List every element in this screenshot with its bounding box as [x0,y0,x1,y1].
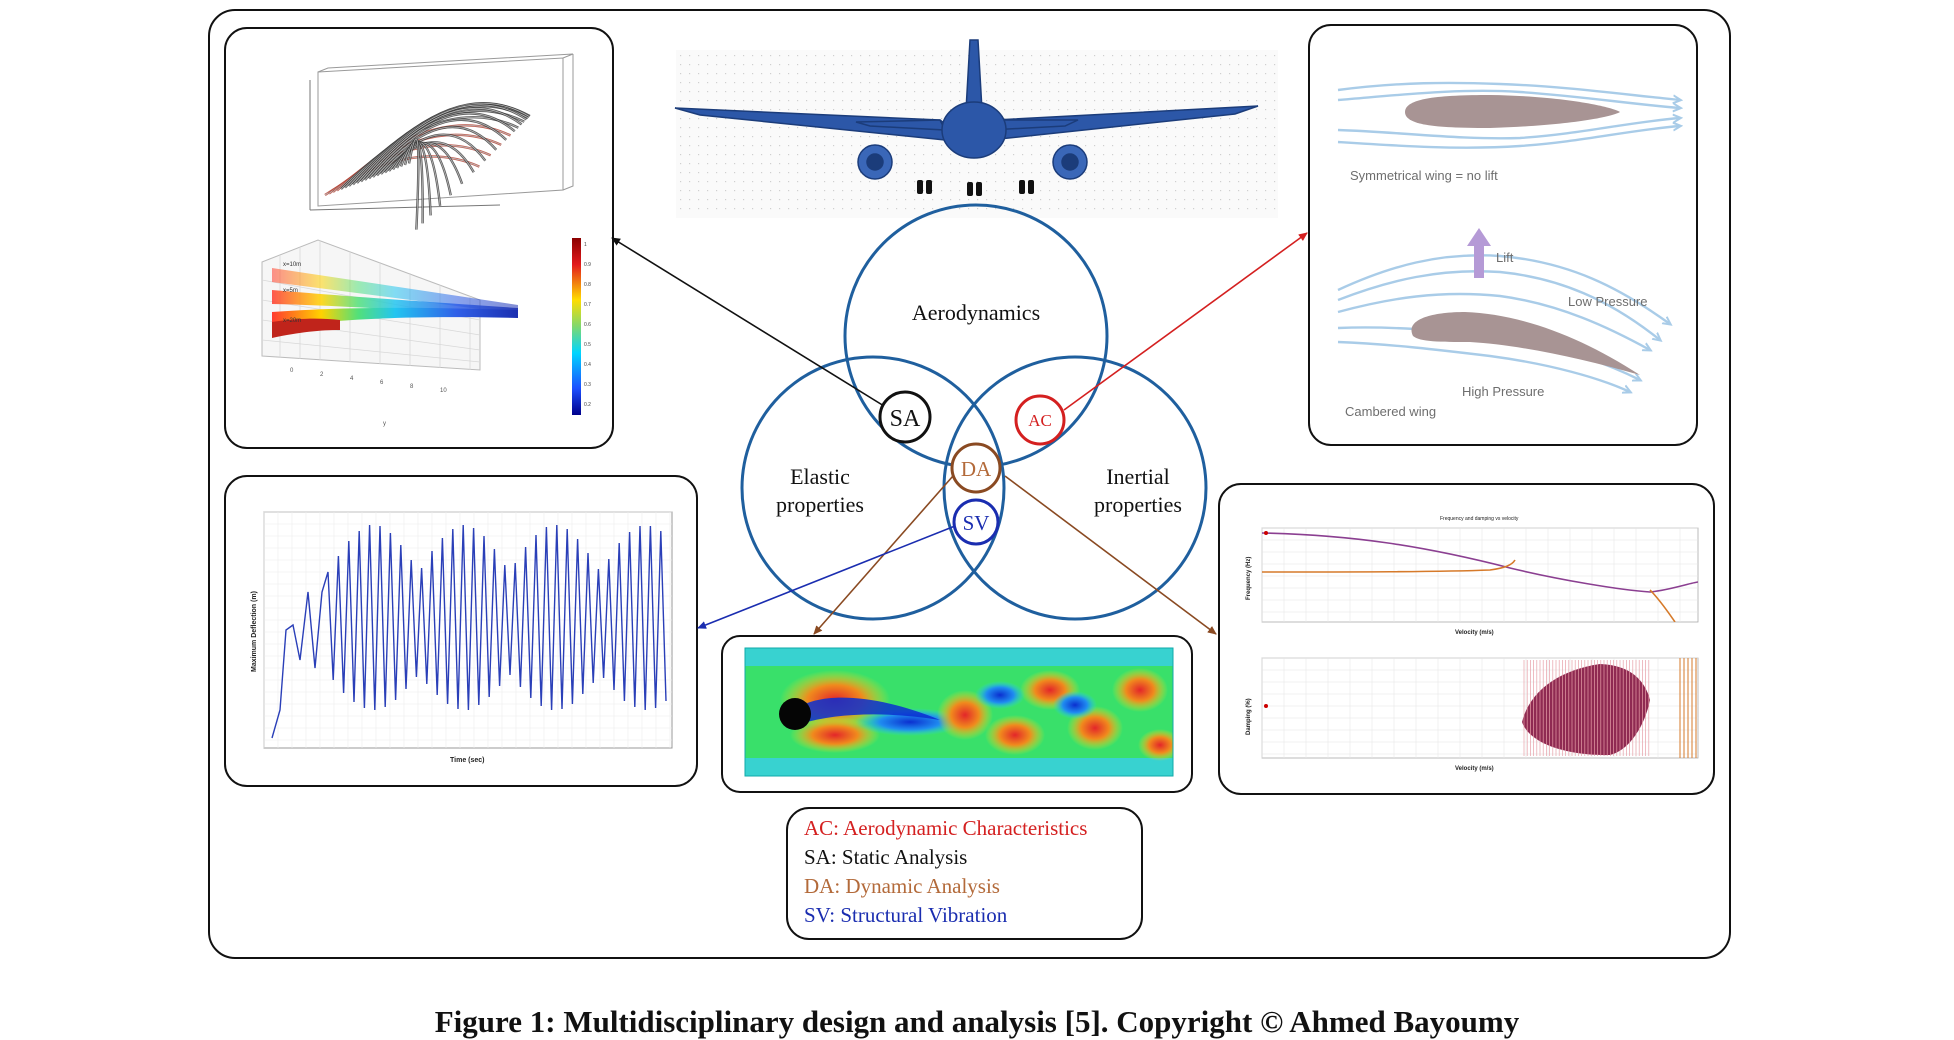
figure-caption: Figure 1: Multidisciplinary design and a… [434,1004,1520,1039]
colorbar-tick-label: 0.3 [584,382,591,388]
cambered-airfoil-shape [1411,312,1640,375]
airplane-mesh-image [674,39,1278,218]
colorbar-tick-label: 0.9 [584,262,591,268]
da-connector-arrow-left [813,467,961,635]
venn-label-inertial-2: properties [1094,492,1182,517]
sa-connector-arrow [611,237,885,407]
vg-xlabel-bottom: Velocity (m/s) [1455,766,1494,772]
venn-label-aerodynamics: Aerodynamics [912,300,1040,325]
colorbar-tick-label: 0.4 [584,362,591,368]
colorbar-tick-label: 0.5 [584,342,591,348]
deflection-xlabel: Time (sec) [450,757,485,764]
venn-diagram [740,203,1208,621]
da-node: DA [950,442,1002,494]
venn-label-elastic: Elastic [790,464,850,489]
spiral-blades [324,102,531,230]
colorbar [572,238,581,415]
low-pressure-label: Low Pressure [1568,294,1647,309]
lift-arrow [1467,228,1491,278]
elastic-circle [740,355,1006,621]
cfd-wake-panel [721,635,1193,793]
cambered-wing-label: Cambered wing [1345,404,1436,419]
sv-node: SV [952,498,1000,546]
symmetrical-wing-label: Symmetrical wing = no lift [1350,168,1498,183]
airfoil-panel: Symmetrical wing = no lift Lift Low Pres… [1308,24,1698,446]
legend-sa: SA: Static Analysis [804,845,967,869]
svg-text:x=20m: x=20m [283,318,301,324]
svg-text:x=10m: x=10m [283,262,301,268]
svg-text:0: 0 [290,368,294,374]
svg-text:x=5m: x=5m [283,288,298,294]
sv-connector-arrow [697,525,956,629]
venn-label-inertial: Inertial [1106,464,1170,489]
deflection-ylabel: Maximum Deflection (m) [251,591,258,672]
svg-text:8: 8 [410,384,414,390]
vg-freq-ylabel: Frequency (Hz) [1246,557,1252,600]
vg-plot-panel: Frequency and damping vs velocity Freque… [1218,483,1715,795]
static-analysis-panel: x=10m x=5m x=20m 1 0.9 0.8 0.7 0.6 0.5 0.4 0.3 0.2… [224,27,614,449]
colorbar-tick-label: 0.7 [584,302,591,308]
da-connector-arrow-right [1004,475,1217,635]
high-pressure-label: High Pressure [1462,384,1544,399]
colorbar-tick-label: 0.6 [584,322,591,328]
svg-text:SA: SA [890,406,921,432]
abbreviation-legend: AC: Aerodynamic Characteristics SA: Stat… [786,807,1143,940]
outer-frame [208,9,1731,959]
colorbar-tick-label: 0.8 [584,282,591,288]
svg-text:SV: SV [963,511,990,535]
ac-node: AC [1014,394,1066,446]
legend-da: DA: Dynamic Analysis [804,874,1000,898]
inertial-circle [942,355,1208,621]
vg-plot-title: Frequency and damping vs velocity [1440,516,1519,522]
beam-deflection-plot: x=10m x=5m x=20m 1 0.9 0.8 0.7 0.6 0.5 0.4 0.3 0.2… [261,238,591,427]
sa-node: SA [878,390,932,444]
symmetrical-airfoil-shape [1405,95,1620,128]
svg-text:AC: AC [1028,411,1052,430]
colorbar-tick-label: 1 [584,242,587,248]
legend-ac: AC: Aerodynamic Characteristics [804,816,1087,840]
vg-damp-ylabel: Damping (%) [1246,698,1252,735]
svg-text:10: 10 [440,388,447,394]
colorbar-tick-label: 0.2 [584,402,591,408]
svg-text:DA: DA [961,457,992,481]
vg-xlabel-top: Velocity (m/s) [1455,630,1494,636]
lift-label: Lift [1496,250,1514,265]
svg-text:y: y [383,421,386,427]
ac-connector-arrow [1063,232,1308,411]
deflection-series-line [271,524,667,739]
svg-text:4: 4 [350,376,354,382]
legend-sv: SV: Structural Vibration [804,903,1008,927]
svg-text:6: 6 [380,380,384,386]
deflection-history-panel: Maximum Deflection (m) Time (sec) [224,475,698,787]
svg-text:2: 2 [320,372,324,378]
venn-label-elastic-2: properties [776,492,864,517]
